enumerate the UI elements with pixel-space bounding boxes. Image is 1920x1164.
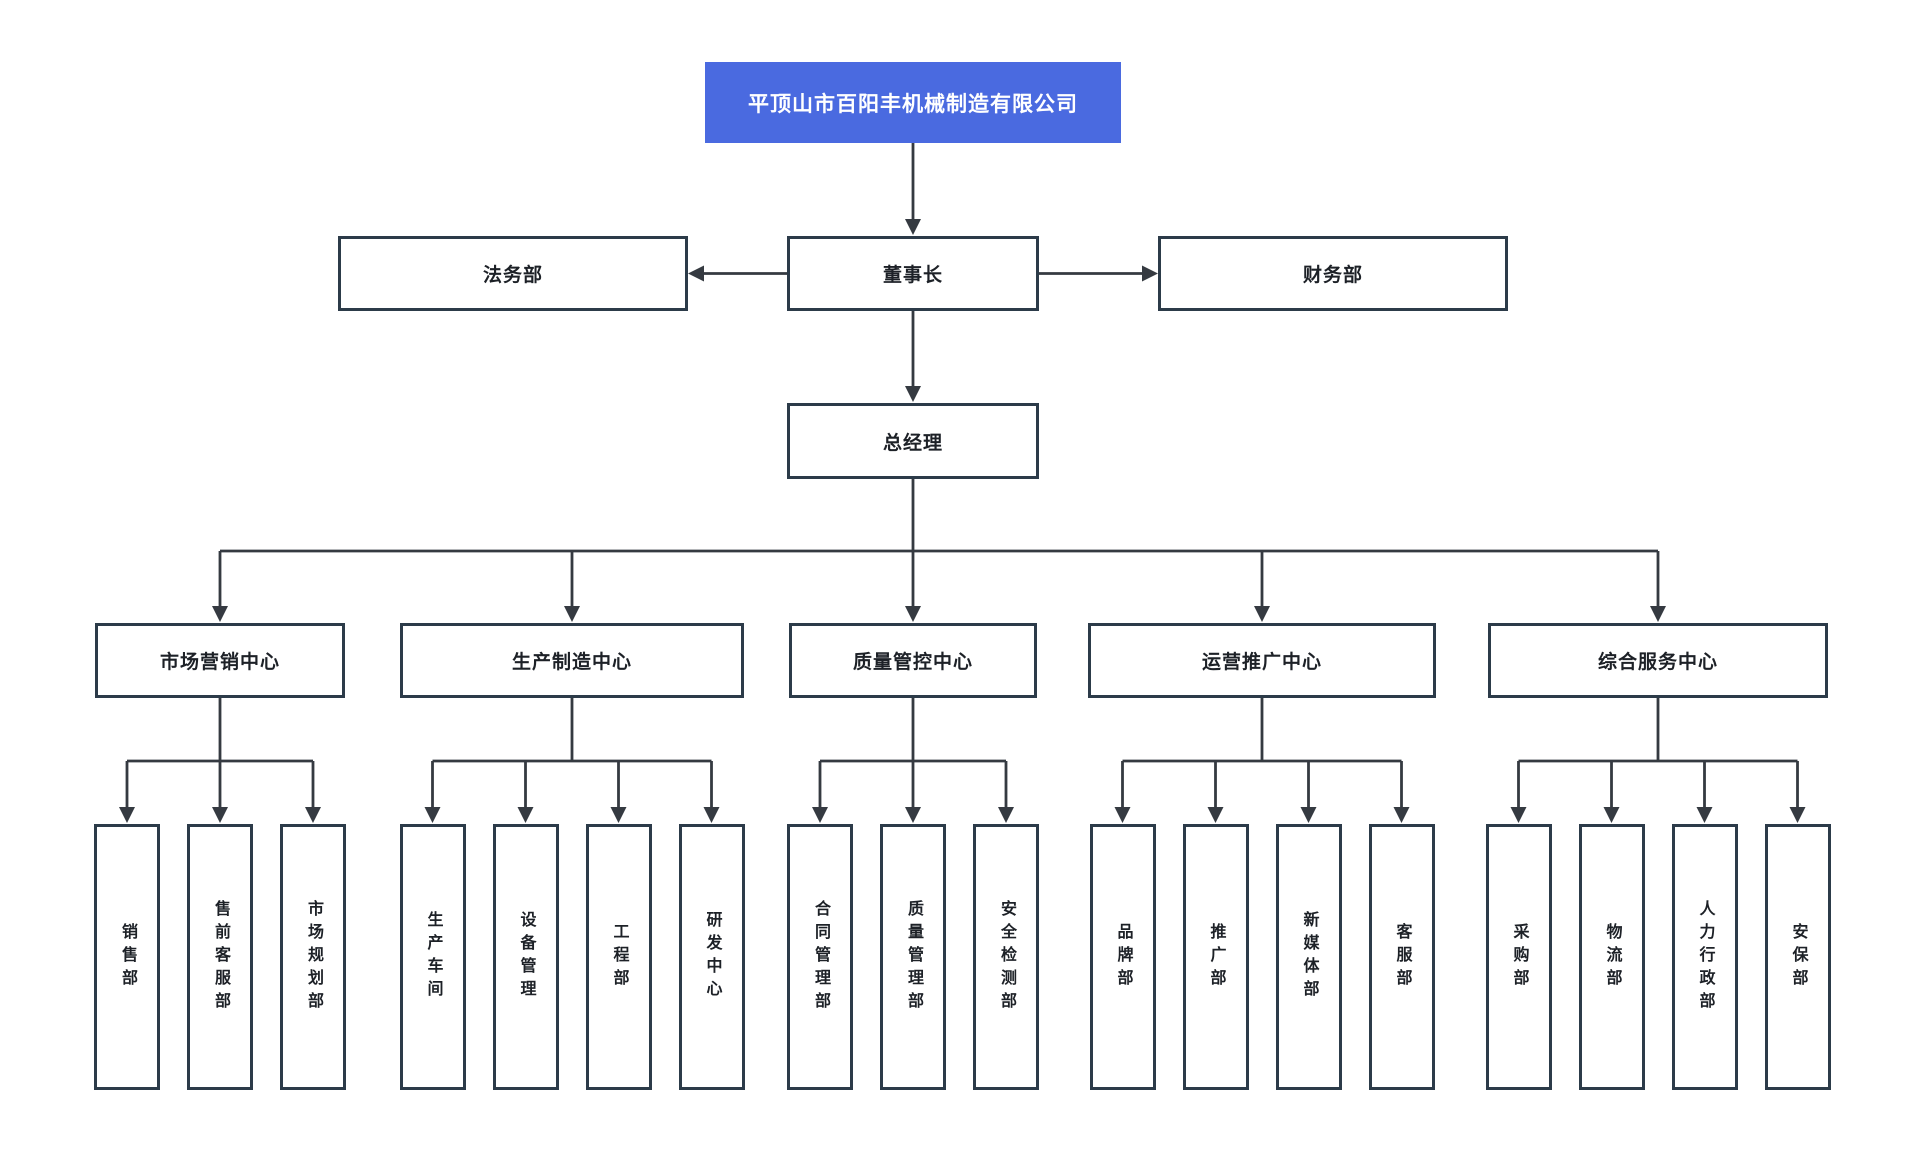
node-logistics-dept: 物流部 <box>1578 824 1645 1090</box>
node-quality-center: 质量管控中心 <box>789 623 1037 698</box>
node-operations-center: 运营推广中心 <box>1088 623 1436 698</box>
node-label: 市场营销中心 <box>159 652 280 673</box>
node-company-title: 平顶山市百阳丰机械制造有限公司 <box>705 62 1121 143</box>
node-promotion-dept: 推广部 <box>1182 824 1249 1090</box>
node-services-center: 综合服务中心 <box>1488 623 1828 698</box>
node-label: 质量管理部 <box>905 899 922 1015</box>
node-presales-service-dept: 售前客服部 <box>187 824 253 1090</box>
node-label: 售前客服部 <box>212 899 229 1015</box>
node-label: 销售部 <box>119 922 136 992</box>
node-label: 推广部 <box>1207 922 1225 992</box>
node-customer-service-dept: 客服部 <box>1368 824 1435 1090</box>
node-label: 客服部 <box>1393 922 1411 992</box>
node-label: 董事长 <box>882 265 943 286</box>
node-label: 研发中心 <box>703 911 721 1003</box>
node-label: 生产车间 <box>424 911 442 1003</box>
node-label: 财务部 <box>1302 265 1363 286</box>
node-label: 总经理 <box>882 432 943 454</box>
node-quality-management-dept: 质量管理部 <box>880 824 946 1090</box>
node-label: 生产制造中心 <box>511 652 632 673</box>
node-procurement-dept: 采购部 <box>1485 824 1552 1090</box>
node-label: 品牌部 <box>1114 922 1132 992</box>
node-brand-dept: 品牌部 <box>1089 824 1156 1090</box>
node-contract-management-dept: 合同管理部 <box>787 824 853 1090</box>
node-market-planning-dept: 市场规划部 <box>280 824 346 1090</box>
node-label: 安保部 <box>1789 922 1807 992</box>
node-label: 新媒体部 <box>1300 911 1318 1003</box>
node-label: 市场规划部 <box>305 899 322 1015</box>
node-sales-dept: 销售部 <box>94 824 160 1090</box>
node-label: 物流部 <box>1603 922 1621 992</box>
node-security-dept: 安保部 <box>1764 824 1831 1090</box>
node-label: 安全检测部 <box>998 899 1015 1015</box>
node-label: 合同管理部 <box>812 899 829 1015</box>
node-production-center: 生产制造中心 <box>400 623 744 698</box>
node-label: 质量管控中心 <box>852 652 973 673</box>
node-label: 设备管理 <box>517 911 535 1003</box>
node-production-workshop: 生产车间 <box>399 824 466 1090</box>
node-label: 法务部 <box>482 265 543 286</box>
node-label: 综合服务中心 <box>1597 652 1718 673</box>
node-new-media-dept: 新媒体部 <box>1275 824 1342 1090</box>
node-legal-dept: 法务部 <box>338 236 688 311</box>
node-label: 运营推广中心 <box>1201 652 1322 673</box>
node-hr-admin-dept: 人力行政部 <box>1671 824 1738 1090</box>
node-chairman: 董事长 <box>787 236 1039 311</box>
node-equipment-management: 设备管理 <box>492 824 559 1090</box>
node-label: 采购部 <box>1510 922 1528 992</box>
node-label: 人力行政部 <box>1696 899 1714 1015</box>
node-engineering-dept: 工程部 <box>585 824 652 1090</box>
node-marketing-center: 市场营销中心 <box>95 623 345 698</box>
node-safety-inspection-dept: 安全检测部 <box>973 824 1039 1090</box>
node-general-manager: 总经理 <box>787 403 1039 479</box>
node-rd-center: 研发中心 <box>678 824 745 1090</box>
node-label: 工程部 <box>610 922 628 992</box>
node-finance-dept: 财务部 <box>1158 236 1508 311</box>
node-label: 平顶山市百阳丰机械制造有限公司 <box>748 92 1078 116</box>
